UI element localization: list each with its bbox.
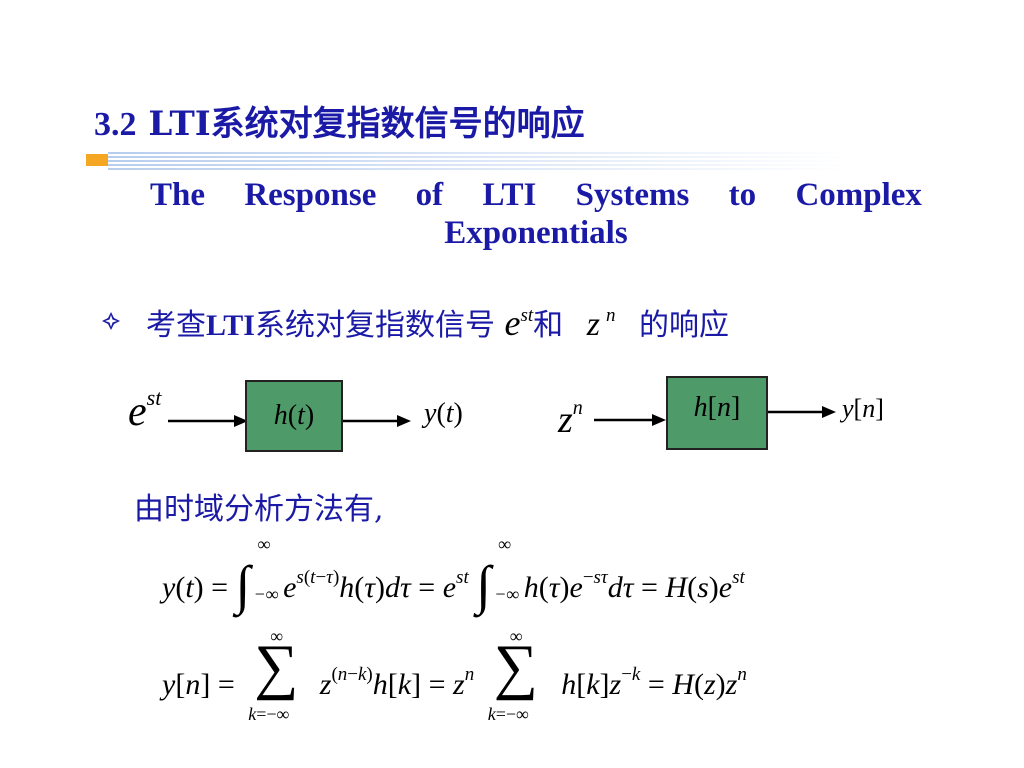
bullet-prefix: 考查 — [146, 308, 206, 343]
arrow-in-continuous — [168, 415, 248, 427]
subtitle-word: LTI — [482, 177, 537, 213]
diagram-output-continuous: y(t) — [424, 398, 463, 429]
diagram-input-continuous: est — [128, 385, 162, 435]
diagram-input-discrete: zn — [558, 397, 583, 441]
subtitle-word: of — [415, 177, 444, 213]
page-title: 3.2 LTI系统对复指数信号的响应 — [94, 96, 585, 145]
bullet-and: 和 — [533, 308, 564, 343]
subtitle: The Response of LTI Systems to Complex E… — [150, 176, 922, 252]
bullet-lti: LTI — [206, 309, 255, 342]
equation-discrete: y[n] = ∑ ∞ k=−∞ z(n−k)h[k] = zn ∑ ∞ k=−∞… — [162, 626, 747, 724]
block-h-n: h[n] — [666, 376, 768, 450]
title-underline-decoration — [86, 152, 852, 170]
diagram-output-discrete: y[n] — [842, 394, 884, 423]
title-text: LTI系统对复指数信号的响应 — [148, 104, 585, 144]
arrow-out-continuous — [343, 415, 411, 427]
block-h-t: h(t) — [245, 380, 343, 452]
subtitle-line2: Exponentials — [444, 215, 628, 251]
diamond-bullet-icon — [102, 312, 120, 330]
subtitle-word: Complex — [795, 177, 922, 213]
arrow-out-discrete — [768, 406, 836, 418]
section-number: 3.2 — [94, 106, 137, 143]
subtitle-word: Response — [244, 177, 377, 213]
arrow-in-discrete — [594, 414, 666, 426]
section-text: 由时域分析方法有, — [134, 492, 384, 527]
bullet-suffix: 的响应 — [639, 308, 729, 343]
subtitle-word: to — [728, 177, 757, 213]
bullet-middle: 系统对复指数信号 — [254, 308, 495, 343]
subtitle-word: Systems — [575, 177, 690, 213]
equation-continuous: y(t) = ∫ ∞ −∞ es(t−τ)h(τ)dτ = est ∫ ∞ −∞… — [162, 534, 745, 615]
bullet-est: est — [504, 303, 534, 343]
subtitle-word: The — [150, 177, 206, 213]
